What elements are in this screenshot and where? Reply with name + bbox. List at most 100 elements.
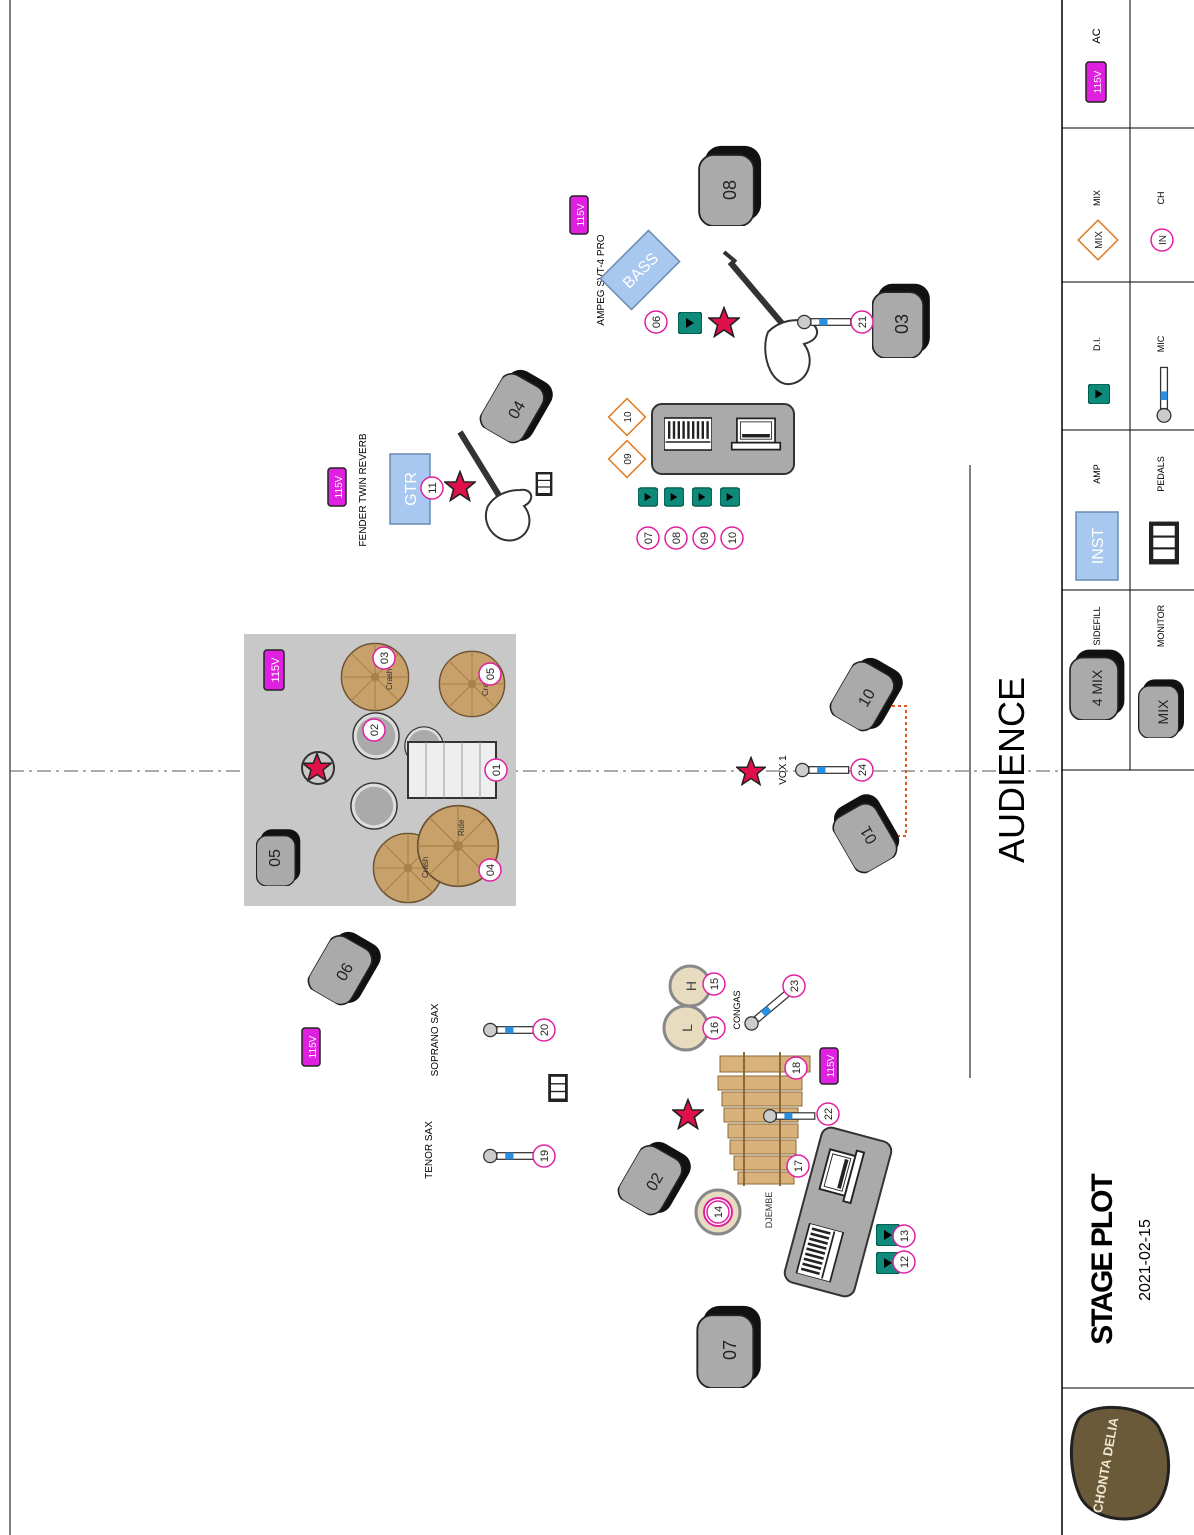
power-perc-label: 115V: [826, 1054, 837, 1077]
power-guitar-label: 115V: [334, 475, 345, 498]
legend-ac-badge-text: 115V: [1093, 70, 1104, 93]
power-drums-label: 115V: [270, 657, 282, 683]
channel-badge-label-14: 14: [713, 1206, 725, 1218]
power-bass-label: 115V: [576, 203, 587, 226]
channel-badge-label-24: 24: [857, 764, 869, 776]
channel-badge-label-09: 09: [699, 532, 711, 544]
mix-marker-09-label: 09: [623, 453, 634, 465]
channel-badge-label-18: 18: [791, 1062, 803, 1074]
plot-date: 2021-02-15: [1137, 1219, 1154, 1301]
channel-badge-label-03: 03: [379, 652, 391, 664]
channel-badge-label-17: 17: [793, 1160, 805, 1172]
power-sax-label: 115V: [308, 1035, 319, 1058]
djembe-label: DJEMBE: [764, 1192, 774, 1229]
percussion-area: H L CONGAS 115V 02 DJEMBE: [614, 966, 900, 1299]
soprano-sax-label: SOPRANO SAX: [430, 1003, 441, 1076]
keyboard-upper: [664, 418, 712, 450]
di-10: [720, 488, 740, 506]
kick-drum: [408, 742, 496, 798]
di-08: [664, 488, 684, 506]
sidefill-07: 07: [697, 1306, 760, 1388]
legend-ch-badge: IN: [1158, 235, 1169, 245]
bass-player-star: [709, 308, 739, 337]
sax-pedals: [548, 1074, 568, 1102]
channel-badge-label-15: 15: [709, 978, 721, 990]
mic-21: [798, 315, 851, 328]
tenor-sax-label: TENOR SAX: [424, 1121, 435, 1179]
legend-mix-label: MIX: [1092, 190, 1102, 206]
wedge-08-label: 08: [720, 180, 740, 200]
legend-amp-label: AMP: [1092, 464, 1102, 484]
channel-badge-label-11: 11: [427, 482, 439, 493]
band-logo: CHONTA DELIA: [1071, 1407, 1168, 1519]
mic-24: [796, 763, 849, 776]
label-hihat-crash: Crash: [385, 669, 394, 690]
svg-text:4 MIX: 4 MIX: [1089, 669, 1105, 706]
bass-area: 115V AMPEG SVT-4 PRO BASS 08 03: [570, 146, 930, 384]
conga-high-label: H: [683, 981, 699, 991]
floor-tom: [351, 783, 397, 829]
di-09: [692, 488, 712, 506]
audience-label: AUDIENCE: [991, 677, 1032, 863]
di-06: [678, 312, 702, 334]
legend-mic-label: MIC: [1156, 335, 1166, 352]
channel-badge-label-13: 13: [899, 1230, 911, 1242]
keys-desk-upper: 10 09: [609, 399, 794, 507]
guitarist-star: [445, 472, 475, 501]
channel-badge-label-12: 12: [899, 1256, 911, 1268]
channel-badge-label-23: 23: [789, 980, 801, 992]
channel-badge-label-07: 07: [643, 532, 655, 544]
legend-amp-badge-text: INST: [1090, 528, 1107, 565]
legend-monitor-icon: MIX: [1139, 679, 1184, 738]
legend-sidefill-icon: 4 MIX: [1070, 650, 1124, 720]
mix-marker-10-label: 10: [623, 411, 634, 423]
channel-badge-label-16: 16: [709, 1022, 721, 1034]
legend-pedals-icon: [1149, 522, 1179, 565]
conga-low-label: L: [679, 1024, 695, 1032]
channel-badge-label-19: 19: [539, 1150, 551, 1162]
channel-badge-label-01: 01: [491, 764, 503, 776]
legend-monitor-label: MONITOR: [1156, 604, 1166, 647]
percussionist-star: [673, 1100, 703, 1129]
legend: 115V AC MIX MIX IN CH D.I. MIC INST AMP …: [1070, 28, 1184, 738]
channel-badge-label-10: 10: [727, 532, 739, 544]
legend-di-label: D.I.: [1092, 337, 1102, 351]
mic-23: [742, 989, 791, 1033]
channel-badge-label-22: 22: [823, 1108, 835, 1120]
sax-area: 06 115V SOPRANO SAX TENOR SAX: [302, 924, 568, 1179]
congas-label: CONGAS: [732, 990, 742, 1029]
drum-riser: 05 Crash Crash Crash Ride 115V: [244, 634, 516, 906]
label-ride: Ride: [457, 819, 466, 836]
channel-badge-label-04: 04: [485, 864, 497, 876]
channel-badge-label-02: 02: [369, 724, 381, 736]
channel-badge-label-08: 08: [671, 532, 683, 544]
vocalist-star: [737, 758, 766, 785]
legend-ch-label: CH: [1156, 192, 1166, 205]
guitar-amp-caption: FENDER TWIN REVERB: [358, 433, 369, 546]
legend-sidefill-label: SIDEFILL: [1092, 606, 1102, 645]
legend-mic-icon: [1157, 367, 1171, 422]
page-title: STAGE PLOT: [1086, 1174, 1119, 1345]
guitar-pedals: [536, 472, 553, 496]
legend-monitor-badge: MIX: [1155, 699, 1171, 725]
legend-ac-label: AC: [1091, 28, 1103, 43]
laptop-upper: [732, 418, 781, 449]
vox-label: VOX 1: [778, 755, 789, 785]
channel-badge-label-06: 06: [651, 316, 663, 328]
guitar-area: 115V FENDER TWIN REVERB GTR 04: [328, 362, 558, 546]
mic-20: [484, 1023, 537, 1036]
channel-badge-label-21: 21: [857, 316, 869, 328]
vocal-center: VOX 1 10 01: [737, 650, 908, 877]
channel-badge-label-05: 05: [485, 668, 497, 680]
channel-badge-label-20: 20: [539, 1024, 551, 1036]
label-crash-left: Crash: [421, 857, 430, 878]
mic-19: [484, 1149, 537, 1162]
di-07: [638, 488, 658, 506]
legend-mix-badge: MIX: [1094, 231, 1105, 249]
legend-di-icon: [1088, 384, 1110, 404]
wedge-05-label: 05: [267, 849, 284, 867]
wedge-07-label: 07: [720, 1340, 740, 1360]
wedge-03-label: 03: [892, 314, 912, 334]
legend-pedals-label: PEDALS: [1156, 456, 1166, 492]
